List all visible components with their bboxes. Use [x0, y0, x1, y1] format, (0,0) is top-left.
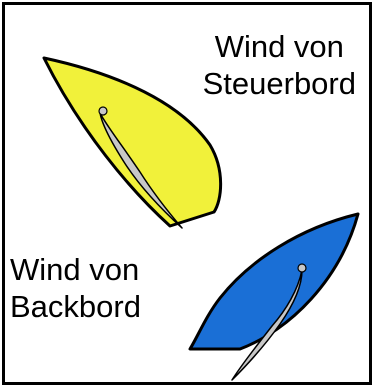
port-wind-label: Wind von Backbord — [10, 251, 141, 325]
port-label-line-2: Backbord — [10, 288, 141, 325]
starboard-wind-label: Wind von Steuerbord — [203, 28, 356, 102]
starboard-label-line-1: Wind von — [203, 28, 356, 65]
port-label-line-1: Wind von — [10, 251, 141, 288]
starboard-label-line-2: Steuerbord — [203, 65, 356, 102]
